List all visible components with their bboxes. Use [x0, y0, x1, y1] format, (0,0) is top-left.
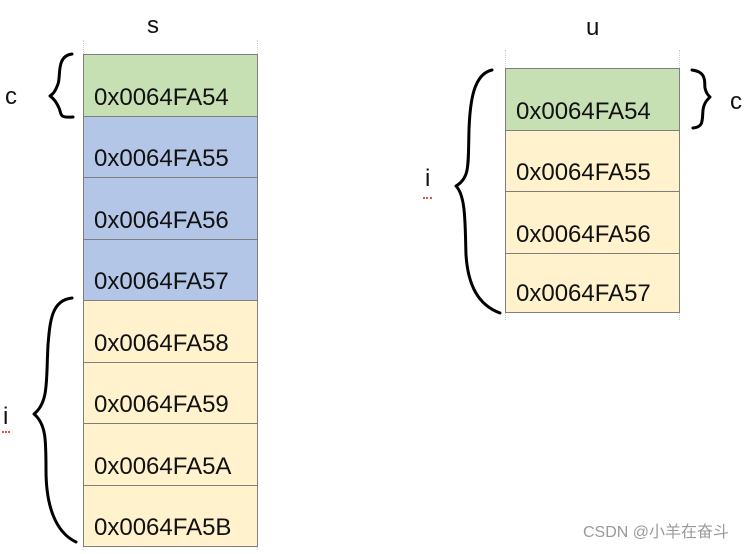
address-text: 0x0064FA57 [94, 268, 229, 295]
union-u-title: u [586, 14, 600, 41]
struct-s-cell-int: 0x0064FA58 [84, 300, 257, 362]
struct-s-cell-padding: 0x0064FA56 [84, 177, 257, 239]
address-text: 0x0064FA55 [94, 145, 229, 172]
address-text: 0x0064FA57 [516, 280, 651, 307]
address-text: 0x0064FA56 [516, 221, 651, 248]
union-u-cell-int: 0x0064FA55 [506, 130, 679, 191]
address-text: 0x0064FA56 [94, 207, 229, 234]
brace-u-i-icon [454, 68, 502, 315]
struct-s-label-c: c [5, 83, 17, 110]
address-text: 0x0064FA5B [94, 514, 232, 541]
address-text: 0x0064FA5A [94, 453, 232, 480]
union-u-cell-int: 0x0064FA57 [506, 253, 679, 313]
struct-s-cell-char: 0x0064FA54 [84, 54, 257, 116]
struct-s-cell-int: 0x0064FA59 [84, 362, 257, 423]
struct-s-title: s [147, 12, 159, 39]
brace-s-i-icon [32, 296, 78, 544]
struct-s-label-i: i [3, 403, 9, 430]
address-text: 0x0064FA55 [516, 159, 651, 186]
address-text: 0x0064FA54 [516, 98, 651, 125]
brace-u-c-icon [690, 68, 712, 130]
union-u-cell-char: 0x0064FA54 [506, 68, 679, 130]
spellcheck-underline [423, 193, 432, 199]
union-u-memory-column: 0x0064FA54 0x0064FA55 0x0064FA56 0x0064F… [505, 68, 680, 313]
address-text: 0x0064FA58 [94, 330, 229, 357]
union-u-cell-int: 0x0064FA56 [506, 191, 679, 253]
brace-s-c-icon [48, 52, 75, 119]
spellcheck-underline [2, 427, 10, 433]
struct-s-memory-column: 0x0064FA54 0x0064FA55 0x0064FA56 0x0064F… [83, 54, 258, 547]
struct-s-cell-padding: 0x0064FA55 [84, 116, 257, 177]
union-u-label-i: i [425, 165, 431, 192]
struct-s-cell-int: 0x0064FA5B [84, 485, 257, 547]
struct-s-cell-int: 0x0064FA5A [84, 423, 257, 485]
watermark: CSDN @小羊在奋斗 [582, 524, 729, 541]
address-text: 0x0064FA59 [94, 391, 229, 418]
struct-s-cell-padding: 0x0064FA57 [84, 239, 257, 300]
address-text: 0x0064FA54 [94, 84, 229, 111]
union-u-label-c: c [730, 88, 742, 115]
